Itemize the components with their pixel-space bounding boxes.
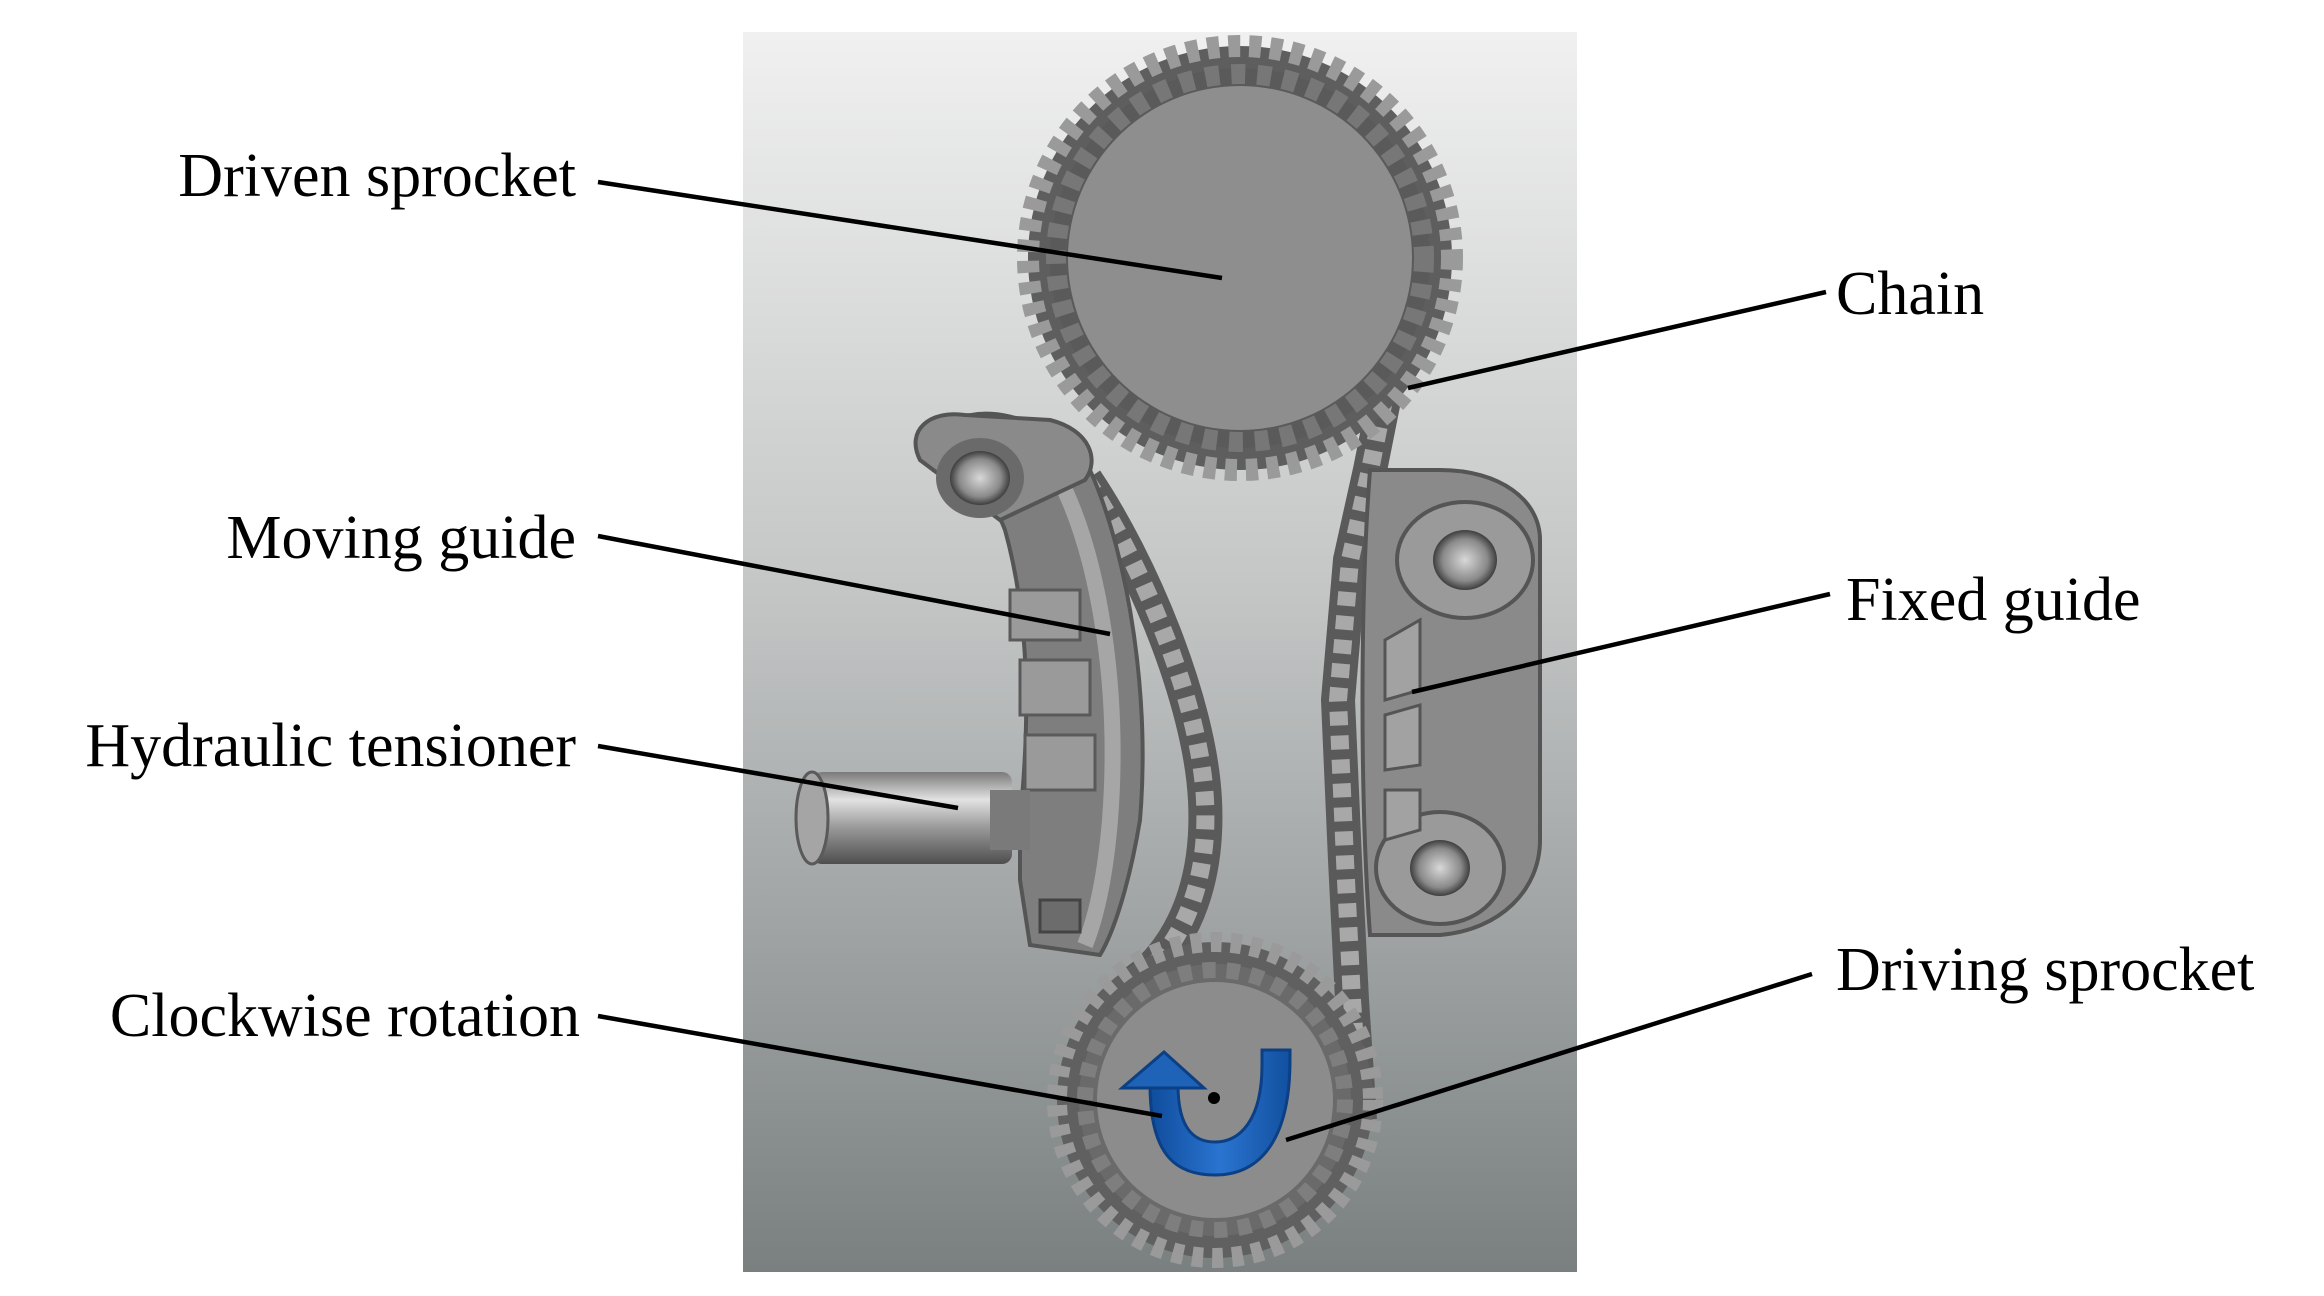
leader-driving-sprocket [1285,971,1813,1143]
leader-moving-guide [597,533,1111,637]
label-fixed-guide: Fixed guide [1846,566,2140,634]
label-driving-sprocket: Driving sprocket [1836,936,2254,1004]
label-clockwise-rotation: Clockwise rotation [110,982,580,1050]
label-driven-sprocket: Driven sprocket [178,142,576,210]
labels: Driven sprocket Moving guide Hydraulic t… [85,142,2254,1050]
leader-hydraulic-tensioner [597,743,959,811]
leader-chain [1407,289,1827,391]
leader-clockwise-rotation [597,1013,1163,1119]
label-moving-guide: Moving guide [226,504,576,572]
moving-guide [913,411,1145,958]
fixed-guide [1360,468,1542,937]
leader-driven-sprocket [597,179,1223,281]
label-hydraulic-tensioner: Hydraulic tensioner [85,712,576,780]
leader-fixed-guide [1411,591,1831,695]
leader-lines [597,179,1831,1143]
clockwise-rotation-arrow-icon [1117,1048,1292,1177]
label-chain: Chain [1836,260,1984,328]
driven-sprocket [1017,35,1463,481]
driving-sprocket [1047,932,1383,1268]
hydraulic-tensioner [794,770,1030,866]
